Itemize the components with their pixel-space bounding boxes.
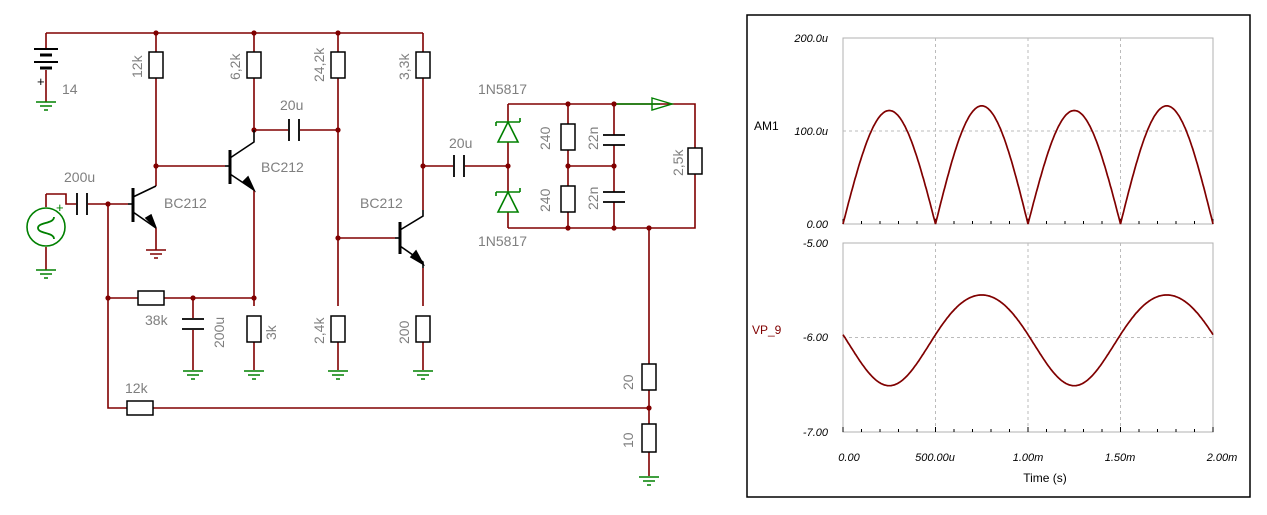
- xtick-2: 1.00m: [1013, 452, 1044, 464]
- source-plus: +: [56, 200, 64, 215]
- chart-vp9: -5.00 -6.00 -7.00 VP_9 0.00 500.00u 1.00…: [752, 238, 1237, 485]
- transistor-q1: [128, 185, 157, 229]
- label-20u-mid: 20u: [280, 97, 303, 113]
- label-22n-bot: 22n: [585, 187, 601, 210]
- schematic: [45, 32, 696, 476]
- resistor-20: [641, 363, 657, 391]
- resistor-3-3k: [415, 51, 431, 79]
- resistor-240-bot: [560, 185, 576, 213]
- junctions: [105, 30, 652, 411]
- resistor-bodies: [126, 51, 703, 453]
- label-6-2k: 6,2k: [227, 53, 243, 80]
- resistor-38k: [137, 290, 165, 306]
- resistor-200: [415, 315, 431, 343]
- capacitor-200u-in: [76, 193, 88, 215]
- label-24-2k: 24,2k: [311, 47, 327, 82]
- resistor-3k: [246, 315, 262, 343]
- capacitor-20u-mid: [288, 119, 300, 141]
- transistor-q2: [225, 130, 257, 193]
- label-200u-bias: 200u: [211, 317, 227, 348]
- series-label-am1: AM1: [754, 119, 779, 133]
- trace-am1: [842, 105, 1214, 225]
- label-20u-out: 20u: [449, 135, 472, 151]
- xtick-3: 1.50m: [1105, 452, 1136, 464]
- resistor-2-4k: [330, 315, 346, 343]
- label-3k: 3k: [263, 324, 279, 340]
- label-200u-in: 200u: [64, 169, 95, 185]
- resistor-12k-fb: [126, 400, 154, 416]
- capacitor-20u-out: [453, 155, 465, 177]
- resistor-10: [641, 423, 657, 453]
- ytick-am1-1: 100.0u: [794, 126, 828, 138]
- battery-plus: +: [37, 74, 45, 89]
- label-10: 10: [620, 432, 636, 448]
- label-d-bot: 1N5817: [478, 233, 527, 249]
- label-q3: BC212: [360, 195, 403, 211]
- label-2-5k: 2,5k: [670, 149, 686, 176]
- x-axis-label: Time (s): [1023, 471, 1067, 485]
- xtick-0: 0.00: [838, 452, 860, 464]
- label-q2: BC212: [261, 159, 304, 175]
- label-240-bot: 240: [537, 188, 553, 212]
- label-3-3k: 3,3k: [396, 53, 412, 80]
- resistor-6-2k: [246, 51, 262, 79]
- output-probe-arrow: [651, 97, 675, 111]
- label-240-top: 240: [537, 126, 553, 150]
- grid-am1: [842, 38, 1214, 224]
- series-label-vp9: VP_9: [752, 323, 782, 337]
- ytick-am1-0: 200.0u: [793, 33, 828, 45]
- label-q1: BC212: [164, 195, 207, 211]
- label-200: 200: [396, 320, 412, 344]
- label-38k: 38k: [145, 312, 169, 328]
- label-22n-top: 22n: [585, 127, 601, 150]
- label-20: 20: [620, 374, 636, 390]
- label-12k-fb: 12k: [125, 380, 149, 396]
- ground-symbols: [36, 101, 659, 486]
- ytick-am1-2: 0.00: [807, 219, 829, 231]
- battery-value: 14: [62, 81, 78, 97]
- capacitor-plates: [76, 119, 625, 330]
- trace-vp9: [842, 294, 1214, 387]
- resistor-12k-top: [148, 51, 164, 79]
- resistor-240-top: [560, 123, 576, 151]
- transistor-q3: [395, 210, 426, 268]
- chart-am1: 200.0u 100.0u 0.00 AM1: [754, 33, 1214, 231]
- label-2-4k: 2,4k: [311, 317, 327, 344]
- resistor-2-5k: [687, 147, 703, 175]
- xtick-4: 2.00m: [1206, 452, 1238, 464]
- scope-frame: [746, 14, 1251, 498]
- capacitor-22n-bot: [603, 191, 625, 203]
- ytick-vp9-0: -5.00: [803, 238, 829, 250]
- ytick-vp9-2: -7.00: [803, 427, 829, 439]
- signal-source-symbol: [26, 207, 66, 247]
- label-d-top: 1N5817: [478, 81, 527, 97]
- ytick-vp9-1: -6.00: [803, 332, 829, 344]
- grid-vp9: [842, 243, 1214, 432]
- label-12k-top: 12k: [129, 54, 145, 78]
- diode-bottom: [495, 188, 521, 213]
- xtick-1: 500.00u: [915, 452, 955, 464]
- diode-top: [495, 118, 521, 143]
- battery-symbol: [34, 48, 58, 70]
- capacitor-22n-top: [603, 134, 625, 146]
- capacitor-200u-bias: [182, 318, 204, 330]
- resistor-24-2k: [330, 51, 346, 79]
